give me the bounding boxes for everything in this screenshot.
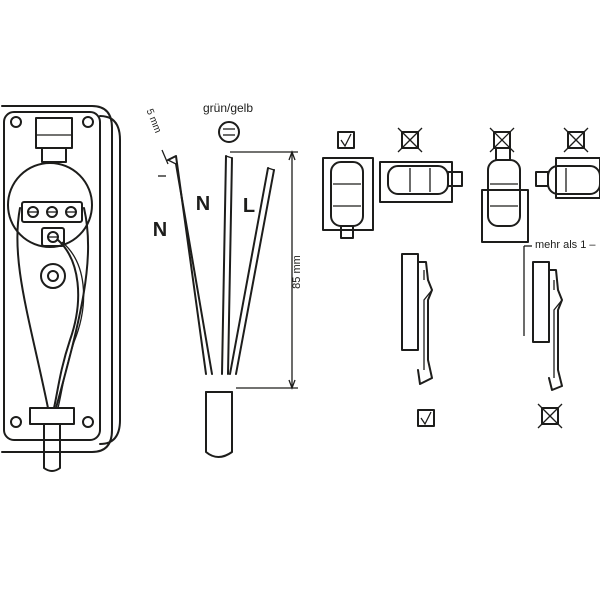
crossed-box-icon <box>537 403 563 429</box>
crossed-box-icon <box>397 127 423 153</box>
neutral-label-outer: N <box>153 219 167 241</box>
device-housing <box>1 105 121 472</box>
live-label: L <box>243 195 255 217</box>
crossed-box-icon <box>563 127 589 153</box>
ground-color-label: grün/gelb <box>203 101 253 115</box>
cable-preparation: grün/gelb 5 mm N N L 85 mm <box>144 101 303 458</box>
strip-length-label: 5 mm <box>144 107 164 134</box>
more-than-label: mehr als 1 – <box>535 239 596 251</box>
check-box-icon <box>337 131 355 149</box>
wire-length-label: 85 mm <box>291 255 303 289</box>
check-box-icon <box>417 409 435 427</box>
neutral-label-inner: N <box>196 193 210 215</box>
orientation-options: mehr als 1 – <box>322 127 600 429</box>
ground-symbol-icon <box>218 121 240 143</box>
